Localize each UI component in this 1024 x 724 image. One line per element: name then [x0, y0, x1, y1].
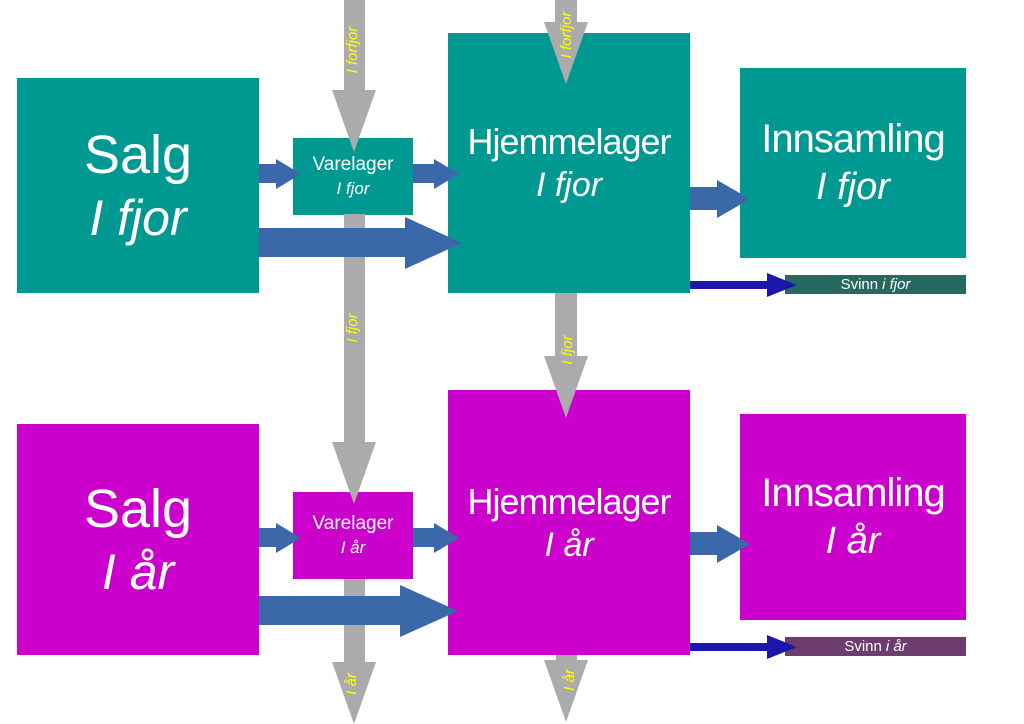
hjemmelager-ar-title: Hjemmelager	[467, 480, 671, 522]
innsamling-ar-box: Innsamling I år	[740, 414, 966, 620]
salg-ar-box: Salg I år	[17, 424, 259, 655]
svinn-fjor-bar: Svinn i fjor	[785, 275, 966, 294]
salg-to-varelager-ar-arrow-shaft	[259, 528, 276, 547]
hjemmelager-to-innsamling-ar-arrow-shaft	[690, 532, 717, 555]
hjemmelager-ar-subtitle: I år	[544, 525, 594, 564]
hjemmelager-inflow-forfjor-arrow-shaft	[555, 0, 577, 24]
salg-to-hjemmelager-fjor-arrow-shaft	[259, 228, 405, 257]
varelager-fjor-subtitle: I fjor	[336, 178, 370, 198]
hjemmelager-to-svinn-fjor-arrow-shaft	[690, 281, 767, 289]
hjemmelager-fjor-box: Hjemmelager I fjor	[448, 33, 690, 293]
flow-label-ar-varelager: I år	[343, 673, 360, 695]
svinn-fjor-period: i fjor	[882, 276, 911, 293]
flow-label-fjor-hjemmelager: I fjor	[559, 335, 576, 365]
salg-to-hjemmelager-ar-arrow-shaft	[259, 596, 405, 625]
hjemmelager-fjor-to-ar-flow-arrow-shaft	[555, 293, 577, 358]
salg-fjor-title: Salg	[83, 125, 193, 186]
hjemmelager-ar-outflow-arrow-shaft	[556, 655, 577, 662]
varelager-to-hjemmelager-fjor-arrow-shaft	[413, 164, 434, 183]
salg-to-hjemmelager-fjor-arrow-head	[405, 217, 462, 269]
innsamling-fjor-title: Innsamling	[761, 117, 945, 162]
svinn-ar-bar: Svinn i år	[785, 637, 966, 656]
hjemmelager-to-svinn-ar-arrow-shaft	[690, 643, 767, 651]
hjemmelager-to-innsamling-ar-arrow-head	[717, 525, 750, 563]
innsamling-fjor-subtitle: I fjor	[816, 166, 890, 209]
salg-fjor-box: Salg I fjor	[17, 78, 259, 293]
flow-label-forfjor-hjemmelager: I forfjor	[558, 11, 575, 59]
innsamling-fjor-box: Innsamling I fjor	[740, 68, 966, 258]
varelager-ar-box: Varelager I år	[293, 492, 413, 579]
varelager-ar-outflow-arrow-head	[332, 662, 376, 724]
hjemmelager-fjor-to-ar-flow-arrow-head	[544, 356, 588, 418]
varelager-inflow-forfjor-arrow-head	[332, 90, 376, 152]
hjemmelager-to-innsamling-fjor-arrow-shaft	[690, 187, 717, 210]
varelager-fjor-to-ar-flow-arrow-shaft	[344, 214, 365, 444]
varelager-to-hjemmelager-ar-arrow-shaft	[413, 528, 434, 547]
hjemmelager-fjor-subtitle: I fjor	[535, 166, 603, 205]
varelager-ar-title: Varelager	[312, 513, 394, 535]
salg-fjor-subtitle: I fjor	[89, 189, 187, 246]
salg-to-varelager-fjor-arrow-head	[276, 159, 301, 189]
varelager-inflow-forfjor-arrow-shaft	[344, 0, 365, 92]
flow-label-forfjor-varelager: I forfjor	[344, 26, 361, 74]
innsamling-ar-title: Innsamling	[761, 471, 945, 516]
salg-to-varelager-fjor-arrow-shaft	[259, 164, 276, 183]
svinn-ar-label: Svinn	[844, 638, 882, 655]
innsamling-ar-subtitle: I år	[825, 520, 881, 563]
hjemmelager-inflow-forfjor-arrow-head	[544, 22, 588, 84]
flow-label-fjor-varelager: I fjor	[344, 313, 361, 343]
hjemmelager-to-innsamling-fjor-arrow-head	[717, 180, 750, 218]
salg-to-varelager-ar-arrow-head	[276, 523, 301, 553]
svinn-fjor-label: Svinn	[840, 276, 879, 293]
hjemmelager-to-svinn-fjor-arrow-head	[767, 273, 797, 297]
salg-ar-title: Salg	[83, 479, 193, 540]
hjemmelager-ar-box: Hjemmelager I år	[448, 390, 690, 655]
svinn-ar-period: i år	[885, 638, 907, 655]
hjemmelager-fjor-title: Hjemmelager	[467, 121, 671, 163]
varelager-ar-subtitle: I år	[340, 537, 366, 557]
varelager-fjor-title: Varelager	[312, 154, 394, 176]
varelager-to-hjemmelager-ar-arrow-head	[434, 523, 459, 553]
hjemmelager-to-svinn-ar-arrow-head	[767, 635, 797, 659]
varelager-to-hjemmelager-fjor-arrow-head	[434, 159, 459, 189]
hjemmelager-ar-outflow-arrow-head	[544, 660, 588, 722]
flow-label-ar-hjemmelager: I år	[561, 669, 578, 691]
salg-ar-subtitle: I år	[101, 543, 175, 600]
salg-to-hjemmelager-ar-arrow-head	[400, 585, 458, 637]
varelager-fjor-to-ar-flow-arrow-head	[332, 442, 376, 504]
